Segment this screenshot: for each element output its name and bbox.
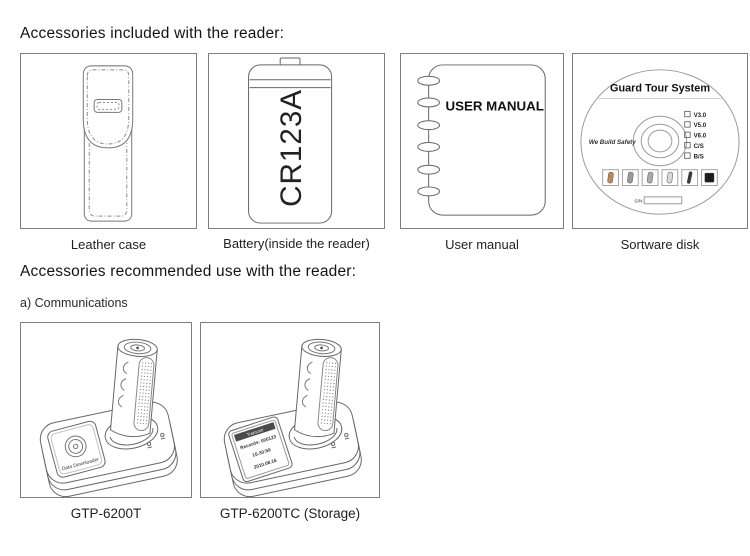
lcd-header-bar (233, 422, 276, 442)
serial-field (643, 196, 683, 205)
grip-notch (117, 394, 124, 408)
version-label: V5.0 (694, 122, 707, 129)
case-stitching (88, 142, 128, 217)
label-software-disk: Sortware disk (620, 237, 700, 252)
grip-notch (122, 361, 129, 375)
thumbnail-device (646, 171, 654, 184)
reader-cylinder (294, 338, 342, 438)
label-gtp-6200t: GTP-6200T (70, 506, 142, 521)
reader-speaker-panel (133, 357, 155, 432)
figure-leather-case (20, 53, 197, 229)
heading-accessories-recommended: Accessories recommended use with the rea… (20, 263, 357, 280)
download-pad: Data Downloader (47, 420, 106, 478)
indicator-icon (344, 432, 350, 440)
pad-emblem (64, 435, 87, 458)
disc-title: Guard Tour System (610, 83, 710, 95)
thumbnail-device (666, 171, 674, 184)
version-label: V3.0 (694, 112, 707, 119)
indicator-icon (146, 441, 153, 449)
disc-version-list: V3.0 V5.0 V6.0 C/S B/S (684, 110, 707, 160)
battery-body (248, 64, 333, 224)
disc-outline (580, 69, 740, 215)
battery-print-text: CR123A (275, 89, 308, 207)
manual-cover-text: USER MANUAL (445, 98, 543, 113)
software-disk-illustration: Guard Tour System We Build Safety V3.0 V… (580, 69, 740, 215)
collar-front-rim (293, 427, 338, 446)
version-label: C/S (694, 143, 704, 150)
binder-ring (417, 97, 441, 108)
leather-case-illustration (82, 65, 134, 222)
thumbnail-pen (686, 171, 693, 184)
indicator-icon (160, 432, 166, 440)
thumbnail-device (627, 171, 634, 184)
battery-illustration: CR123A (248, 57, 333, 224)
user-manual-illustration: USER MANUAL (417, 64, 546, 216)
label-gtp-6200tc: GTP-6200TC (Storage) (219, 506, 361, 521)
grip-notch (306, 361, 313, 375)
checkbox (684, 142, 691, 149)
disc-tagline: We Build Safety (589, 139, 636, 146)
binder-ring (417, 120, 441, 131)
grip-notch (304, 378, 311, 391)
lcd-line: 15:30:59 (252, 447, 272, 459)
heading-accessories-included: Accessories included with the reader: (20, 25, 285, 42)
reader-cylinder (110, 338, 158, 438)
manual-cover (428, 64, 546, 216)
checkbox (684, 152, 691, 159)
subheading-communications: a) Communications (20, 296, 128, 310)
lcd-header-text: Transmit (246, 427, 265, 437)
label-leather-case: Leather case (70, 237, 147, 252)
figure-software-disk: Guard Tour System We Build Safety V3.0 V… (572, 53, 748, 229)
version-label: V6.0 (694, 133, 707, 140)
checkbox (684, 110, 691, 118)
grip-notch (120, 378, 127, 391)
binder-ring (417, 141, 441, 152)
grip-notch (301, 394, 308, 408)
figure-gtp-6200tc: Transmit Records: 000123 15:30:59 2010.0… (200, 322, 380, 498)
figure-battery: CR123A (208, 53, 385, 229)
lcd-display: Transmit Records: 000123 15:30:59 2010.0… (228, 416, 293, 483)
checkbox (684, 131, 691, 138)
binder-ring (417, 164, 441, 175)
figure-user-manual: USER MANUAL (400, 53, 564, 229)
collar-front-rim (109, 427, 154, 446)
binder-ring (417, 186, 441, 197)
case-button-slot (93, 98, 123, 113)
gtp-6200tc-illustration: Transmit Records: 000123 15:30:59 2010.0… (223, 338, 362, 497)
version-label: B/S (694, 153, 704, 160)
disc-thumbnail-row (602, 169, 718, 186)
gtp-6200t-illustration: Data Downloader (39, 338, 178, 497)
binder-ring (417, 75, 441, 86)
thumbnail-device (607, 171, 614, 184)
reader-speaker-panel (317, 357, 339, 432)
thumbnail-tag (704, 172, 715, 183)
figure-gtp-6200t: Data Downloader (20, 322, 192, 498)
label-battery: Battery(inside the reader) (223, 236, 370, 251)
checkbox (684, 121, 691, 128)
label-user-manual: User manual (445, 237, 519, 252)
serial-label: S/N (634, 198, 643, 204)
disc-hub (632, 115, 688, 167)
indicator-icon (330, 441, 337, 449)
